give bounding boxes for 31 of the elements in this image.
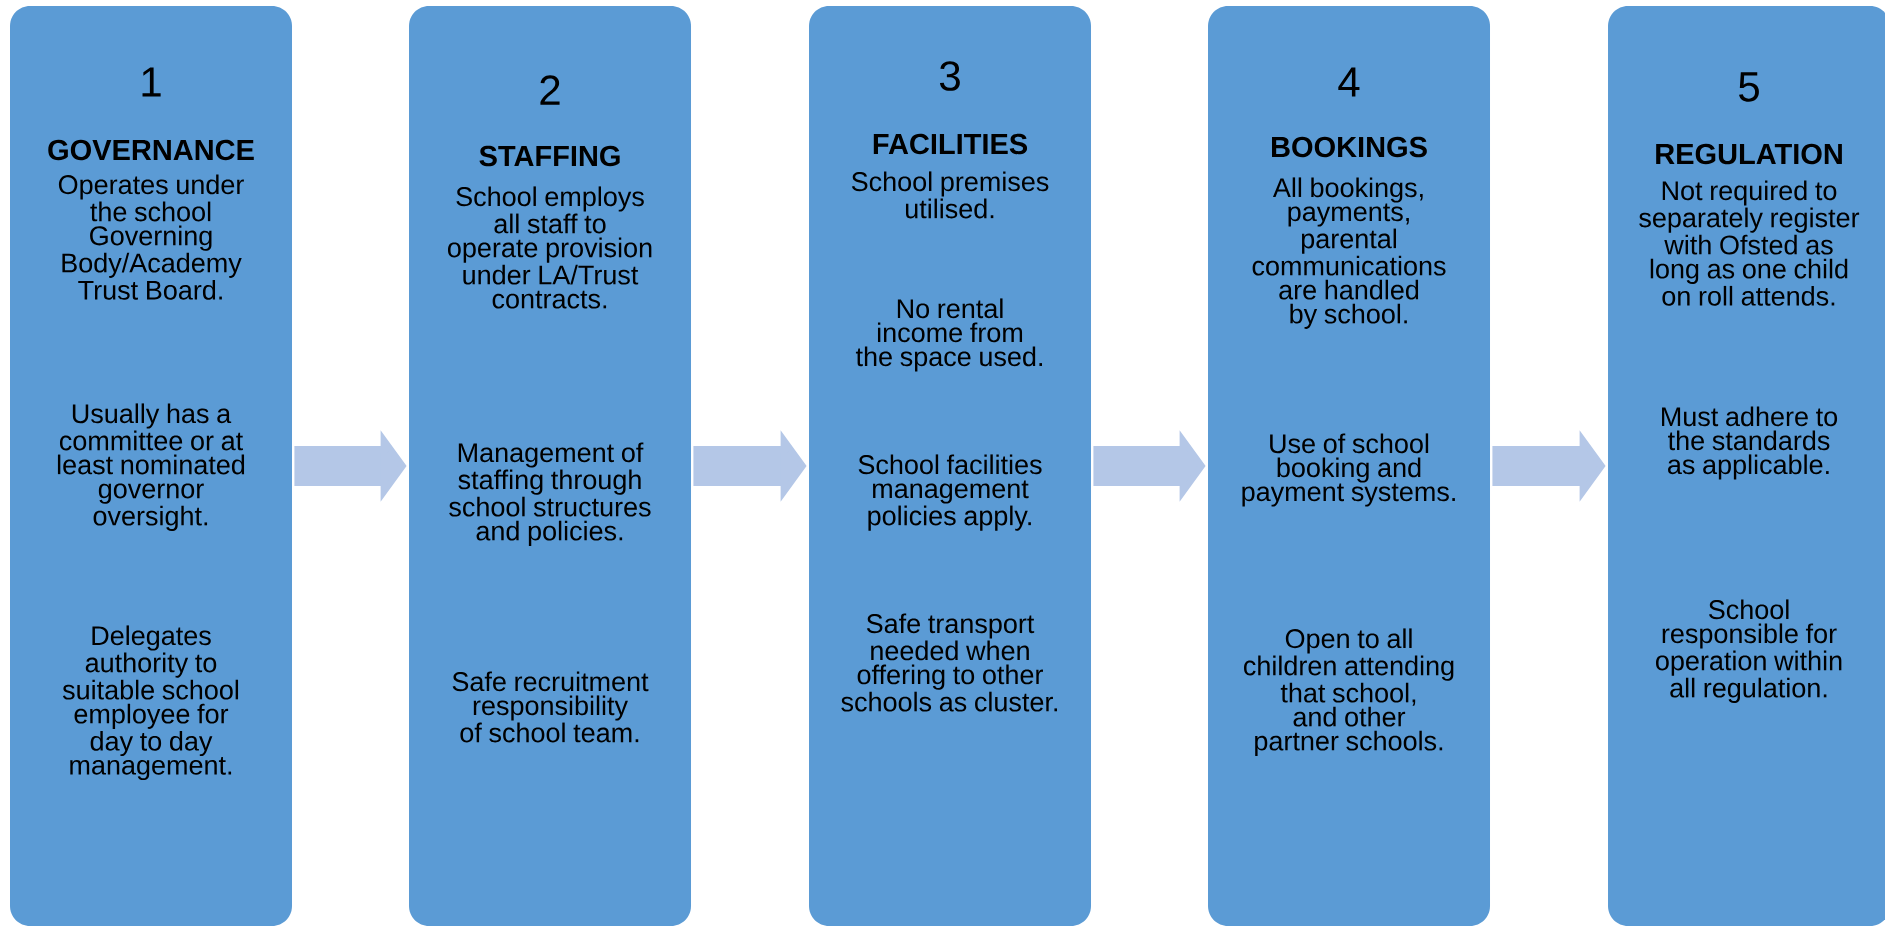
process-box bbox=[1608, 6, 1885, 926]
step-description: Use of school booking and payment systems. bbox=[1242, 433, 1455, 507]
step-description: No rental income from the space used. bbox=[855, 298, 1042, 372]
step-description: Delegates authority to suitable school employee for day to day management. bbox=[62, 625, 239, 781]
step-description: Open to all children attending that school, and other partner schools. bbox=[1244, 628, 1454, 756]
step-description: Not required to separately register with Ofsted as long as one child on roll attends. bbox=[1639, 180, 1860, 306]
process-box bbox=[10, 6, 292, 926]
step-number: 3 bbox=[939, 61, 960, 91]
step-description: Management of staffing through school structures and policies. bbox=[449, 442, 651, 546]
step-description: Safe recruitment responsibility of school team. bbox=[452, 671, 649, 743]
step-description: School facilities management policies apply. bbox=[858, 454, 1042, 531]
step-description: Operates under the school Governing Body/Academy Trust Board. bbox=[58, 174, 244, 300]
step-number: 2 bbox=[540, 75, 560, 105]
step-description: School employs all staff to operate provision under LA/Trust contracts. bbox=[448, 186, 652, 309]
step-heading: REGULATION bbox=[1656, 143, 1842, 165]
step-heading: GOVERNANCE bbox=[48, 139, 254, 161]
step-description: Usually has a committee or at least nominated governor oversight. bbox=[57, 403, 245, 531]
process-box bbox=[409, 6, 691, 926]
step-description: All bookings, payments, parental communications are handled by school. bbox=[1252, 177, 1446, 329]
step-description: Safe transport needed when offering to other schools as cluster. bbox=[841, 613, 1057, 712]
step-number: 1 bbox=[142, 67, 161, 97]
step-number: 4 bbox=[1338, 67, 1360, 97]
process-box bbox=[809, 6, 1091, 926]
step-description: School responsible for operation within all regulation. bbox=[1656, 599, 1842, 703]
step-heading: BOOKINGS bbox=[1272, 136, 1427, 158]
step-heading: FACILITIES bbox=[873, 133, 1028, 155]
process-box bbox=[1208, 6, 1490, 926]
step-description: Must adhere to the standards as applicable. bbox=[1662, 406, 1838, 480]
step-number: 5 bbox=[1739, 72, 1759, 102]
step-heading: STAFFING bbox=[479, 145, 620, 167]
step-description: School premises utilised. bbox=[851, 171, 1049, 219]
